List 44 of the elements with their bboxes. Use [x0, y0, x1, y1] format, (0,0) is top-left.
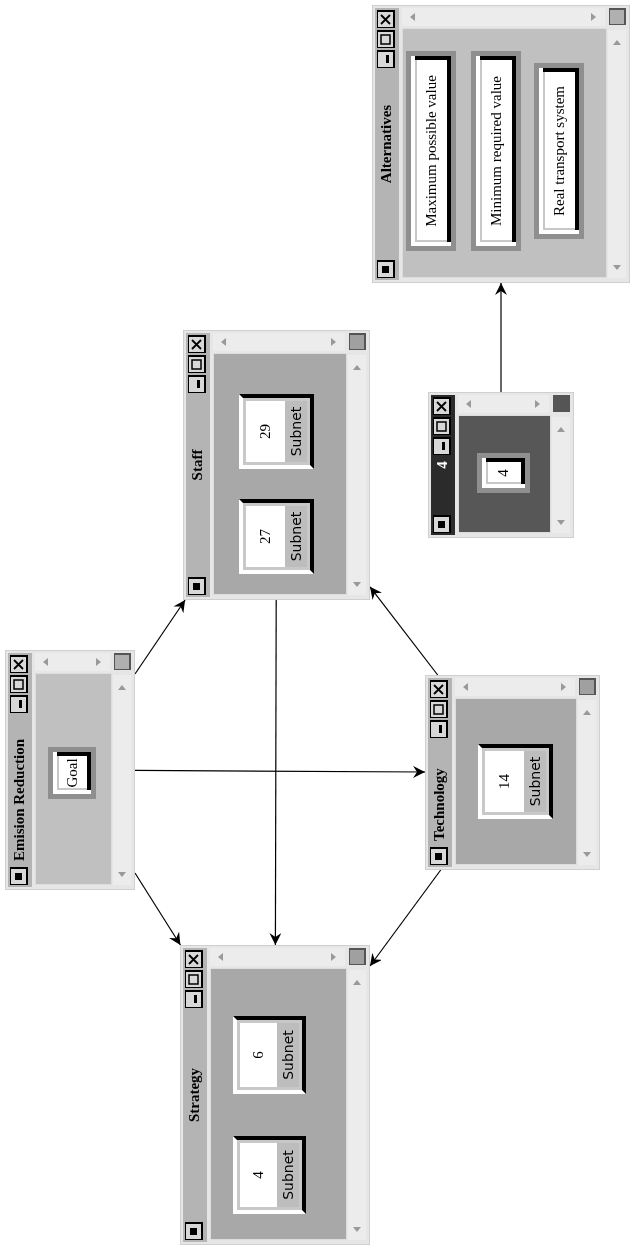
- node-button: [471, 51, 521, 251]
- subnet-box: [233, 1016, 306, 1094]
- subnet-label: Subnet: [285, 506, 307, 567]
- arrow: [369, 586, 439, 676]
- node-label: Real transport system: [550, 86, 568, 216]
- node-label: 4: [495, 469, 512, 477]
- node-button: [477, 453, 530, 493]
- subnet-label: Subnet: [524, 751, 546, 812]
- node-button: [48, 747, 96, 799]
- arrow: [495, 282, 507, 393]
- window: [428, 392, 574, 538]
- subnet-box: [239, 394, 314, 469]
- subnet-label: Subnet: [277, 1023, 299, 1087]
- window-title: Strategy: [186, 1067, 203, 1123]
- window-title: Technology: [431, 768, 448, 841]
- arrow: [269, 599, 282, 946]
- subnet-number: 14: [495, 773, 513, 791]
- node-button: [534, 63, 584, 239]
- arrow: [134, 599, 186, 675]
- window: [425, 675, 600, 870]
- window-title: 4: [434, 461, 451, 469]
- subnet-number: 27: [256, 528, 274, 546]
- subnet-box: [233, 1136, 306, 1214]
- arrow: [134, 765, 426, 778]
- arrow: [369, 869, 442, 967]
- window: [183, 330, 370, 600]
- node-label: Goal: [63, 758, 81, 788]
- subnet-label: Subnet: [285, 401, 307, 462]
- window-title: Staff: [189, 449, 206, 481]
- window: [180, 945, 370, 1245]
- window: [372, 5, 630, 283]
- arrow: [134, 872, 181, 946]
- subnet-number: 29: [256, 423, 274, 441]
- subnet-label: Subnet: [277, 1143, 299, 1207]
- window-title: Emision Reduction: [11, 738, 28, 861]
- subnet-box: [478, 744, 553, 819]
- window: [5, 650, 135, 890]
- window-title: Alternatives: [378, 104, 395, 184]
- node-label: Maximum possible value: [422, 75, 440, 227]
- subnet-number: 6: [249, 1050, 267, 1061]
- subnet-box: [239, 499, 314, 574]
- node-button: [406, 51, 456, 251]
- node-label: Minimum required value: [487, 76, 505, 226]
- subnet-number: 4: [249, 1170, 267, 1181]
